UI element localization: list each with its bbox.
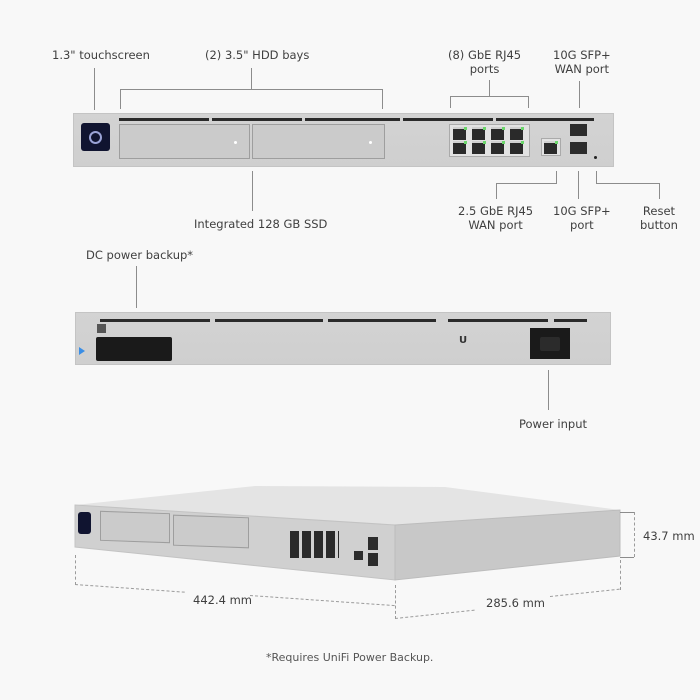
leader-reset-a: [596, 171, 597, 183]
qr-code-icon: [97, 324, 106, 333]
screen-ring-icon: [89, 131, 102, 144]
leader-touchscreen: [94, 68, 95, 110]
leader-hdd: [251, 68, 252, 90]
leader-power-input: [548, 370, 549, 410]
bay-led: [369, 141, 372, 144]
rear-panel: U: [75, 312, 611, 365]
leader-ssd: [252, 171, 253, 211]
vent: [215, 319, 323, 322]
bay-led: [234, 141, 237, 144]
dim-height-bottom: [620, 557, 634, 558]
label-reset: Reset button: [640, 204, 678, 232]
leader-rj45-wan-b: [496, 183, 557, 184]
label-hdd-bays: (2) 3.5" HDD bays: [205, 48, 310, 62]
vent: [403, 118, 493, 121]
iso-sfp: [368, 537, 378, 550]
dim-guide: [395, 585, 396, 619]
vent: [212, 118, 302, 121]
dim-depth-label: 285.6 mm: [486, 596, 545, 610]
iec-inlet: [540, 337, 560, 351]
vent: [328, 319, 436, 322]
vent: [448, 319, 548, 322]
label-power-input: Power input: [519, 417, 588, 431]
leader-rj45-wan-c: [496, 183, 497, 199]
label-touchscreen: 1.3" touchscreen: [52, 48, 150, 62]
rj45-port[interactable]: [453, 127, 467, 140]
vent: [554, 319, 587, 322]
footnote: *Requires UniFi Power Backup.: [266, 651, 434, 664]
iso-rj45-wan: [354, 551, 363, 560]
rj45-port[interactable]: [453, 141, 467, 154]
rj45-port-block: [449, 124, 530, 157]
dim-guide: [75, 555, 76, 585]
rj45-port[interactable]: [510, 127, 524, 140]
bracket-hdd: [120, 89, 383, 90]
label-rj45-ports: (8) GbE RJ45 ports: [448, 48, 522, 76]
dim-width-label: 442.4 mm: [193, 593, 252, 607]
bracket-rj45-right: [528, 96, 529, 108]
rj45-port[interactable]: [472, 141, 486, 154]
vent: [305, 118, 400, 121]
label-ssd: Integrated 128 GB SSD: [194, 217, 328, 231]
label-sfp-wan: 10G SFP+ WAN port: [553, 48, 611, 76]
vent: [496, 118, 594, 121]
dc-backup-connector[interactable]: [96, 337, 172, 361]
bracket-hdd-left: [120, 89, 121, 109]
ubiquiti-logo-icon: U: [459, 335, 468, 346]
leader-reset-c: [659, 183, 660, 199]
rj45-port[interactable]: [510, 141, 524, 154]
sfp-port[interactable]: [570, 142, 587, 154]
leader-sfp-port: [578, 171, 579, 199]
dim-guide: [620, 560, 621, 590]
label-dc-backup: DC power backup*: [86, 248, 194, 262]
leader-sfp-wan: [579, 81, 580, 108]
rj45-port[interactable]: [472, 127, 486, 140]
reset-button[interactable]: [594, 156, 597, 159]
dim-height-line: [634, 512, 635, 557]
leader-rj45-wan-a: [556, 171, 557, 183]
rj45-wan-port[interactable]: [541, 138, 561, 156]
bracket-rj45: [450, 96, 528, 97]
iso-sfp: [368, 553, 378, 566]
rj45-wan-socket: [544, 141, 558, 154]
dim-height-label: 43.7 mm: [643, 529, 695, 543]
leader-dc-backup: [136, 266, 137, 308]
iso-rj45-ports: [290, 531, 339, 558]
bracket-hdd-right: [382, 89, 383, 109]
front-panel: [73, 113, 614, 167]
iso-hdd-bay-2: [173, 514, 249, 549]
led-indicator-icon: [79, 347, 85, 355]
rj45-port[interactable]: [491, 127, 505, 140]
label-sfp-port: 10G SFP+ port: [553, 204, 611, 232]
dim-height-top: [620, 512, 634, 513]
iso-touchscreen: [78, 512, 91, 534]
leader-reset-b: [596, 183, 659, 184]
touchscreen-display[interactable]: [81, 123, 110, 151]
bracket-rj45-left: [450, 96, 451, 108]
hdd-bay-1[interactable]: [119, 124, 250, 159]
vent: [119, 118, 209, 121]
leader-rj45: [489, 80, 490, 96]
sfp-wan-port[interactable]: [570, 124, 587, 136]
rj45-port[interactable]: [491, 141, 505, 154]
hdd-bay-2[interactable]: [252, 124, 385, 159]
label-rj45-wan: 2.5 GbE RJ45 WAN port: [458, 204, 534, 232]
vent: [100, 319, 210, 322]
iso-hdd-bay-1: [100, 510, 170, 544]
power-input-socket[interactable]: [530, 328, 570, 359]
